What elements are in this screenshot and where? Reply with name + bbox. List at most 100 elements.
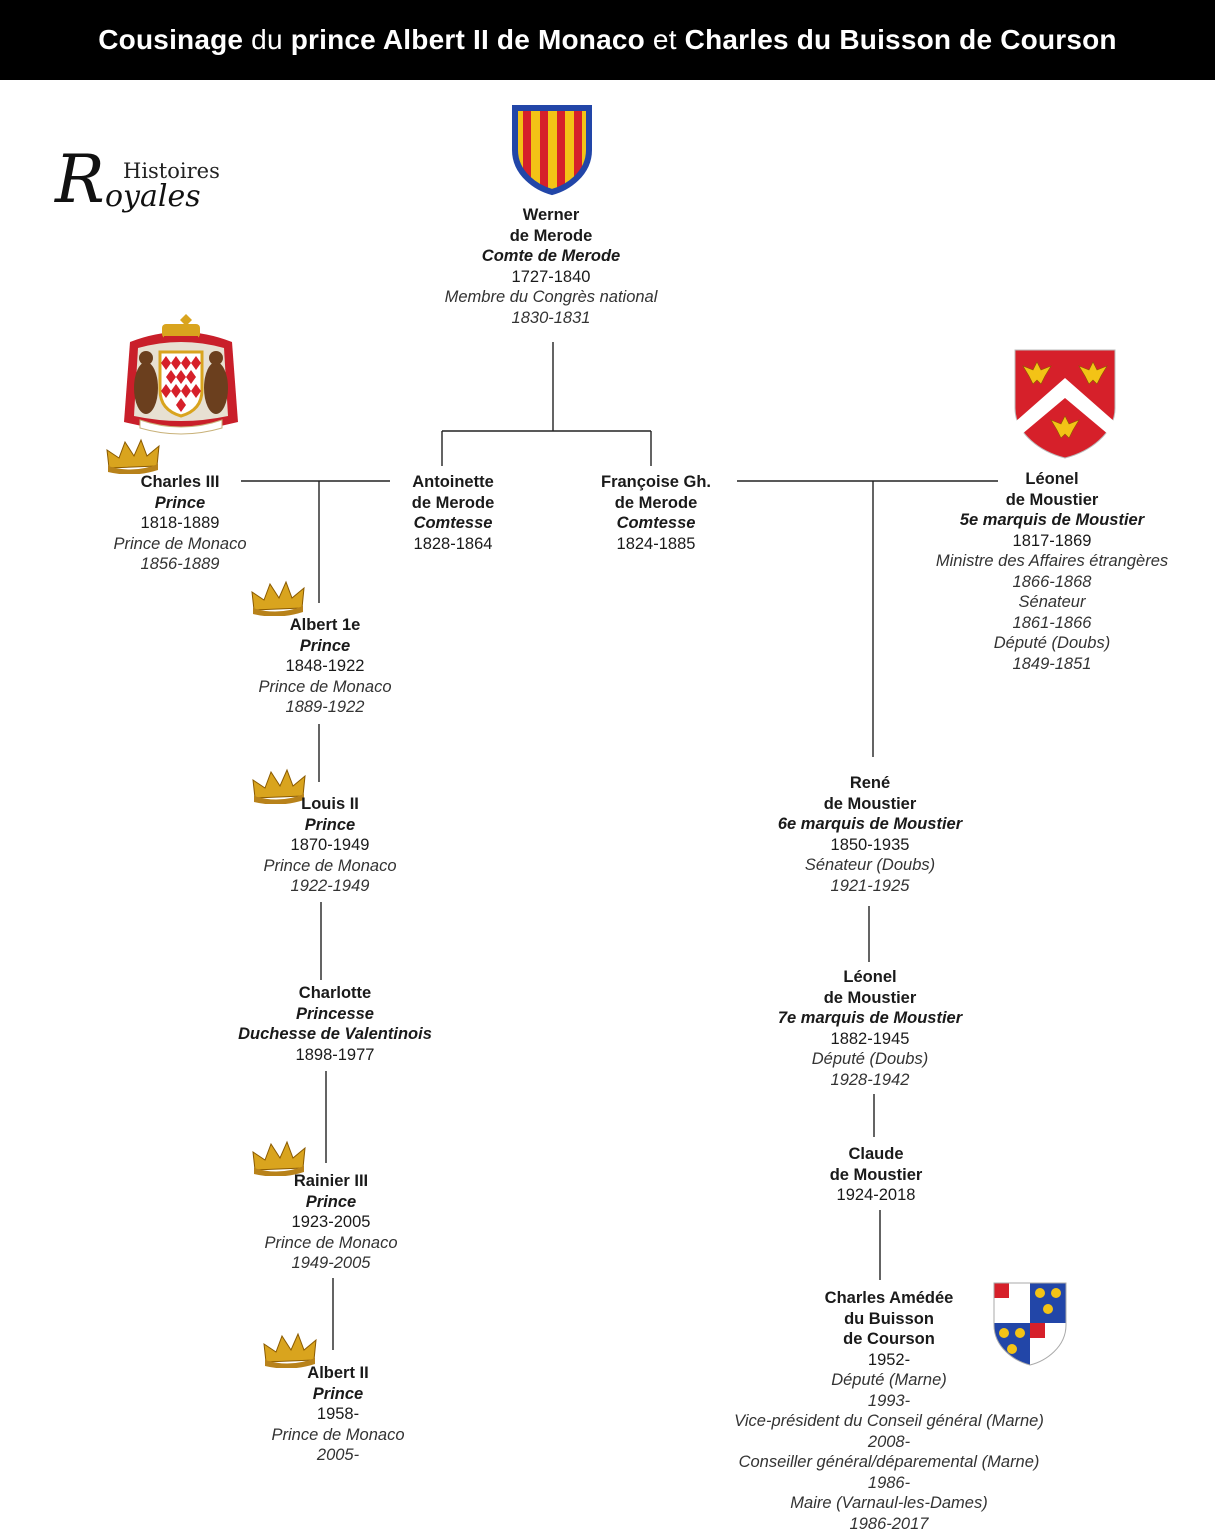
person-name: René [849, 774, 891, 792]
person-title: 7e marquis de Moustier [777, 1009, 963, 1027]
person-role-dates: 1921-1925 [830, 876, 910, 895]
person-rene-de-moustier: René de Moustier 6e marquis de Moustier … [778, 773, 962, 896]
person-albert-1e: Albert 1e Prince 1848-1922 Prince de Mon… [259, 615, 392, 718]
person-title: Prince [299, 636, 351, 655]
person-name: de Moustier [1005, 490, 1099, 509]
person-role-dates: 2005- [316, 1446, 360, 1464]
person-role: Prince de Monaco [113, 534, 247, 553]
person-dates: 1848-1922 [285, 657, 365, 675]
person-claude-de-moustier: Claude de Moustier 1924-2018 [830, 1144, 923, 1206]
person-albert-ii: Albert II Prince 1958- Prince de Monaco … [272, 1363, 405, 1466]
person-role: Vice-président du Conseil général (Marne… [734, 1412, 1044, 1430]
person-rainier-iii: Rainier III Prince 1923-2005 Prince de M… [265, 1171, 398, 1274]
person-dates: 1850-1935 [830, 835, 910, 854]
gold-crown-icon [252, 1140, 306, 1176]
person-dates: 1958- [316, 1405, 360, 1423]
person-role-dates: 1856-1889 [140, 555, 220, 573]
logo-line2: oyales [105, 179, 201, 214]
person-charlotte: Charlotte Princesse Duchesse de Valentin… [238, 983, 432, 1065]
person-role: Prince de Monaco [258, 677, 392, 696]
person-dates: 1924-2018 [836, 1186, 916, 1204]
person-role: Prince de Monaco [264, 1233, 398, 1252]
person-francoise-de-merode: Françoise Gh. de Merode Comtesse 1824-18… [601, 472, 711, 554]
person-dates: 1828-1864 [413, 534, 493, 553]
person-role: Député (Marne) [831, 1371, 947, 1389]
person-role: Député (Doubs) [811, 1050, 929, 1068]
person-role-dates: 1889-1922 [285, 698, 365, 716]
person-dates: 1817-1869 [1012, 531, 1092, 550]
person-dates: 1824-1885 [616, 534, 696, 553]
person-name: du Buisson [844, 1309, 934, 1328]
person-role-dates: 1849-1851 [1012, 654, 1092, 673]
gold-crown-icon [263, 1332, 317, 1368]
person-role: Sénateur [1018, 593, 1086, 611]
person-title: Duchesse de Valentinois [238, 1025, 432, 1043]
person-name: Charlotte [298, 984, 372, 1002]
gold-crown-icon [252, 768, 306, 804]
person-role: Membre du Congrès national [444, 288, 658, 306]
person-title: Prince [154, 493, 206, 512]
person-dates: 1898-1977 [295, 1045, 375, 1064]
person-name: Claude [848, 1145, 904, 1163]
person-dates: 1923-2005 [291, 1213, 371, 1231]
person-name: Charles III [140, 473, 220, 491]
person-role: Député (Doubs) [993, 634, 1111, 652]
person-name: de Merode [509, 226, 593, 245]
person-title: Princesse [296, 1004, 374, 1023]
merode-coat-of-arms-icon [512, 105, 592, 196]
person-role: Prince de Monaco [271, 1425, 405, 1444]
person-name: de Moustier [829, 1165, 923, 1184]
person-role-dates: 1949-2005 [291, 1254, 371, 1272]
person-title: 6e marquis de Moustier [777, 815, 963, 833]
person-title: Comte de Merode [481, 247, 621, 265]
person-title: Prince [312, 1384, 364, 1403]
logo-initial: R [55, 141, 105, 218]
person-leonel-5e-marquis: Léonel de Moustier 5e marquis de Moustie… [936, 469, 1168, 674]
person-dates: 1727-1840 [511, 267, 591, 286]
person-leonel-7e-marquis: Léonel de Moustier 7e marquis de Moustie… [778, 967, 962, 1090]
person-title: Prince [305, 1192, 357, 1211]
title-part: prince Albert II de Monaco [290, 24, 645, 55]
title-part: Cousinage [98, 24, 244, 55]
monaco-coat-of-arms-icon [124, 314, 238, 435]
person-title: 5e marquis de Moustier [959, 511, 1145, 529]
connector-werner-children [441, 342, 652, 466]
person-role: Ministre des Affaires étrangères [935, 552, 1169, 570]
person-role-dates: 2008- [867, 1432, 911, 1451]
person-name: de Merode [411, 493, 495, 512]
person-name: de Moustier [823, 988, 917, 1007]
person-role-dates: 1928-1942 [830, 1070, 910, 1089]
person-name: de Moustier [823, 794, 917, 813]
person-name: Françoise Gh. [600, 473, 712, 491]
person-name: Albert II [307, 1364, 369, 1382]
title-part: et [644, 24, 685, 55]
title-part: du [243, 24, 291, 55]
person-role-dates: 1861-1866 [1012, 613, 1092, 632]
person-name: de Merode [614, 493, 698, 512]
person-name: Léonel [843, 968, 897, 986]
gold-crown-icon [251, 580, 305, 616]
logo-line1: Histoires [123, 159, 220, 183]
person-role: Maire (Varnaul-les-Dames) [790, 1494, 988, 1512]
moustier-coat-of-arms-icon [1014, 349, 1116, 459]
person-name: Charles Amédée [824, 1289, 954, 1307]
person-title: Prince [304, 815, 356, 834]
person-role-dates: 1986-2017 [849, 1514, 929, 1533]
person-louis-ii: Louis II Prince 1870-1949 Prince de Mona… [264, 794, 397, 897]
person-dates: 1882-1945 [830, 1029, 910, 1048]
person-role: Prince de Monaco [263, 856, 397, 875]
person-name: de Courson [843, 1330, 935, 1348]
person-name: Léonel [1025, 470, 1079, 488]
person-role: Sénateur (Doubs) [804, 856, 936, 874]
person-role-dates: 1866-1868 [1012, 572, 1092, 591]
person-title: Comtesse [413, 514, 493, 532]
person-name: Rainier III [293, 1172, 369, 1190]
person-dates: 1952- [867, 1350, 911, 1369]
person-werner-de-merode: Werner de Merode Comte de Merode 1727-18… [445, 205, 658, 328]
person-antoinette-de-merode: Antoinette de Merode Comtesse 1828-1864 [412, 472, 495, 554]
person-role-dates: 1830-1831 [511, 308, 591, 327]
gold-crown-icon [106, 438, 160, 474]
courson-coat-of-arms-icon [993, 1282, 1067, 1366]
person-title: Comtesse [616, 514, 696, 532]
person-role-dates: 1922-1949 [290, 877, 370, 895]
